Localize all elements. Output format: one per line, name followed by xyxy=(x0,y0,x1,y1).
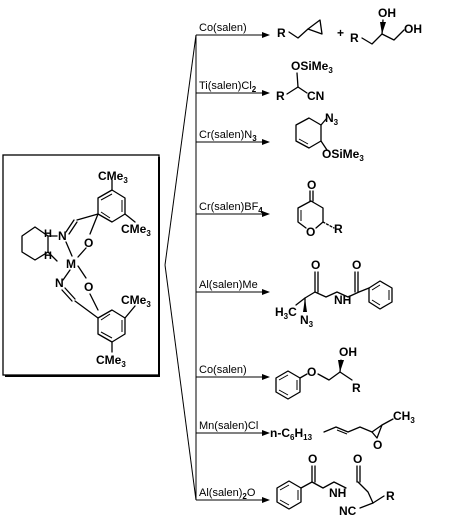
product-4: O O R xyxy=(297,178,343,239)
p6-o: O xyxy=(307,365,316,379)
reaction-arrows xyxy=(196,32,270,503)
p2-r: R xyxy=(276,89,285,103)
product-7: n-C6H13 O CH3 xyxy=(270,409,415,452)
p8-o-1: O xyxy=(308,452,317,466)
reaction-labels: Co(salen) Ti(salen)Cl2 Cr(salen)N3 Cr(sa… xyxy=(199,22,263,501)
product-1: R + R OH OH xyxy=(277,6,422,45)
catalyst-o-top: O xyxy=(84,236,93,250)
p8-o-2: O xyxy=(353,452,362,466)
arrow-2 xyxy=(196,90,270,96)
p7-hexyl: n-C6H13 xyxy=(270,426,313,442)
product-2: OSiMe3 R CN xyxy=(276,59,333,103)
p8-nc: NC xyxy=(339,504,357,518)
p4-carbonyl-o: O xyxy=(307,178,316,192)
arrow-7 xyxy=(196,430,270,436)
product-5: O O NH H3C N3 xyxy=(275,258,393,329)
reagent-label-1: Co(salen) xyxy=(199,22,247,34)
p5-o-2: O xyxy=(352,258,361,272)
arrow-4 xyxy=(196,211,270,217)
p1-r-epoxide: R xyxy=(277,26,286,40)
product-6: O OH R xyxy=(275,345,361,400)
catalyst-metal: M xyxy=(66,257,76,271)
p3-azide: N3 xyxy=(325,111,339,127)
p8-nh: NH xyxy=(329,486,346,500)
arrow-3 xyxy=(196,139,270,145)
catalyst-aryl-bottom xyxy=(97,309,126,343)
p8-r: R xyxy=(386,489,395,503)
arrow-6 xyxy=(196,374,270,380)
catalyst-o-bottom: O xyxy=(84,280,93,294)
p5-phenyl xyxy=(368,280,393,310)
p7-o: O xyxy=(373,438,382,452)
arrow-5 xyxy=(196,289,270,295)
reagent-label-6: Co(salen) xyxy=(199,364,247,376)
cyclohexene-ring xyxy=(295,117,322,149)
p1-oh-1: OH xyxy=(378,6,396,20)
reagent-label-3: Cr(salen)N3 xyxy=(199,129,257,143)
p1-oh-2: OH xyxy=(404,22,422,36)
p6-r: R xyxy=(352,381,361,395)
catalyst-structure: H H N N M O O CMe3 CMe3 xyxy=(2,154,160,377)
reagent-label-2: Ti(salen)Cl2 xyxy=(199,80,257,94)
p5-h3c: H3C xyxy=(275,305,297,321)
reagent-label-8: Al(salen)2O xyxy=(199,487,256,501)
arrow-8 xyxy=(196,497,270,503)
p6-oh: OH xyxy=(339,345,357,359)
p7-epoxide xyxy=(371,424,383,439)
p1-plus: + xyxy=(337,26,344,40)
product-8: O O NH NC R xyxy=(276,452,395,518)
p2-cn: CN xyxy=(307,89,324,103)
catalyst-n-bottom: N xyxy=(55,276,64,290)
catalyst-h-bottom: H xyxy=(44,250,52,262)
p3-osi: OSiMe3 xyxy=(322,147,364,163)
arrow-1 xyxy=(196,32,270,38)
catalyst-tbu-1: CMe3 xyxy=(98,169,128,185)
epoxide-ring xyxy=(307,19,323,35)
reagent-label-5: Al(salen)Me xyxy=(199,279,258,291)
reagent-label-4: Cr(salen)BF4 xyxy=(199,201,263,215)
p7-ch3: CH3 xyxy=(393,409,415,425)
catalyst-box xyxy=(2,154,160,376)
p5-nh: NH xyxy=(334,293,351,307)
reagent-label-7: Mn(salen)Cl xyxy=(199,420,258,432)
catalyst-tbu-3: CMe3 xyxy=(121,293,151,309)
catalyst-n-top: N xyxy=(58,229,67,243)
catalyst-h-top: H xyxy=(44,228,52,240)
p2-osi: OSiMe3 xyxy=(291,59,333,75)
product-3: N3 OSiMe3 xyxy=(295,111,364,163)
p4-ring-o: O xyxy=(306,225,315,239)
catalyst-tbu-4: CMe3 xyxy=(96,353,126,369)
p4-r: R xyxy=(334,222,343,236)
catalyst-tbu-2: CMe3 xyxy=(121,222,151,238)
p5-azide: N3 xyxy=(300,313,314,329)
p5-o-1: O xyxy=(311,258,320,272)
p6-phenyl xyxy=(275,370,301,400)
p1-r-diol: R xyxy=(350,31,359,45)
reaction-fan xyxy=(164,34,197,501)
p8-phenyl xyxy=(276,480,302,510)
